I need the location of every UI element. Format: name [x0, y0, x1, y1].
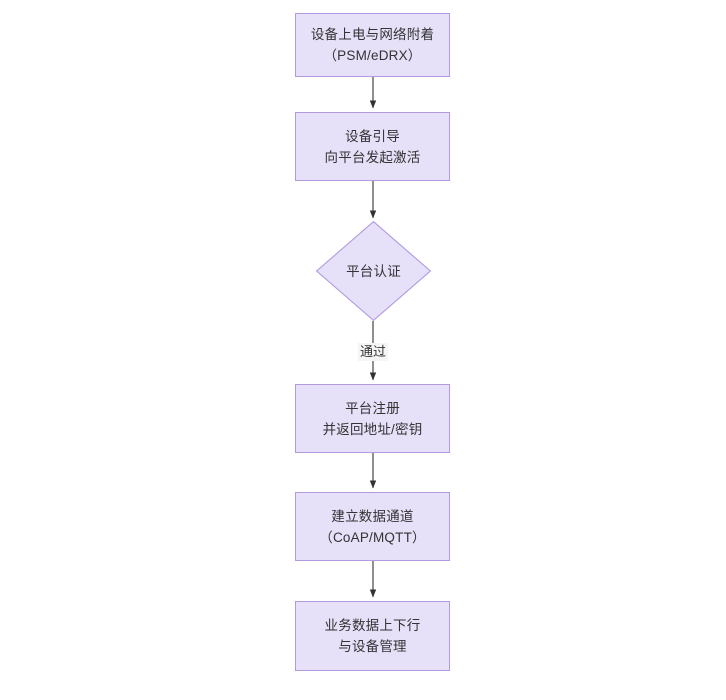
node-platform-registration[interactable]: 平台注册 并返回地址/密钥 [295, 384, 450, 453]
node-line-1: 平台注册 [345, 400, 400, 416]
node-line-1: 设备引导 [345, 128, 400, 144]
node-line-1: 设备上电与网络附着 [310, 27, 435, 42]
node-line-2: 与设备管理 [338, 639, 407, 654]
node-device-power-on[interactable]: 设备上电与网络附着 （PSM/eDRX） [295, 13, 450, 77]
node-line-2: （PSM/eDRX） [323, 48, 422, 63]
node-line-1: 建立数据通道 [331, 508, 414, 524]
edge-label-pass: 通过 [357, 343, 389, 361]
diamond-shape [316, 221, 431, 321]
node-line-2: （CoAP/MQTT） [319, 529, 426, 545]
node-line-2: 向平台发起激活 [324, 149, 421, 165]
node-device-bootstrap[interactable]: 设备引导 向平台发起激活 [295, 112, 450, 181]
node-data-channel[interactable]: 建立数据通道 （CoAP/MQTT） [295, 492, 450, 561]
node-platform-authentication[interactable]: 平台认证 [316, 221, 431, 321]
node-line-2: 并返回地址/密钥 [322, 421, 423, 437]
node-line-1: 平台认证 [346, 263, 401, 279]
node-business-data[interactable]: 业务数据上下行 与设备管理 [295, 601, 450, 671]
node-line-1: 业务数据上下行 [324, 618, 421, 633]
